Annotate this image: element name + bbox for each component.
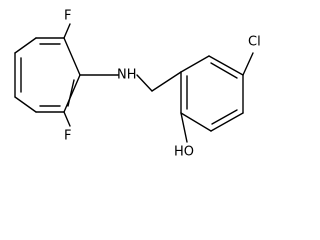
double-bond [210,62,238,79]
double-bond [67,79,75,107]
bond-to-fluorine-bottom [63,111,71,127]
difluorophenyl-ring [14,37,81,113]
fluorine-label-bottom: F [64,129,71,144]
bond [180,55,210,73]
bond [63,74,81,113]
bond-to-fluorine-top [63,23,71,39]
bond [208,55,244,76]
bond [14,37,37,54]
double-bond [211,109,238,125]
bond-to-hydroxyl [180,112,188,143]
bond [180,112,212,132]
bond [14,96,37,113]
hydroxyl-label: HO [174,145,194,160]
molecule-drawing: F F NH Cl HO [14,9,261,160]
bond-nitrogen-ch2 [136,74,153,92]
structure-canvas: F F NH Cl HO [14,9,261,160]
bond-ch2-ring [151,71,182,92]
bond [63,37,81,76]
bond [210,112,244,132]
amine-label: NH [117,68,137,83]
chlorine-label: Cl [248,35,261,50]
chlorophenol-ring [180,55,244,132]
fluorine-label-top: F [64,9,71,24]
bond-to-chlorine [242,52,254,76]
